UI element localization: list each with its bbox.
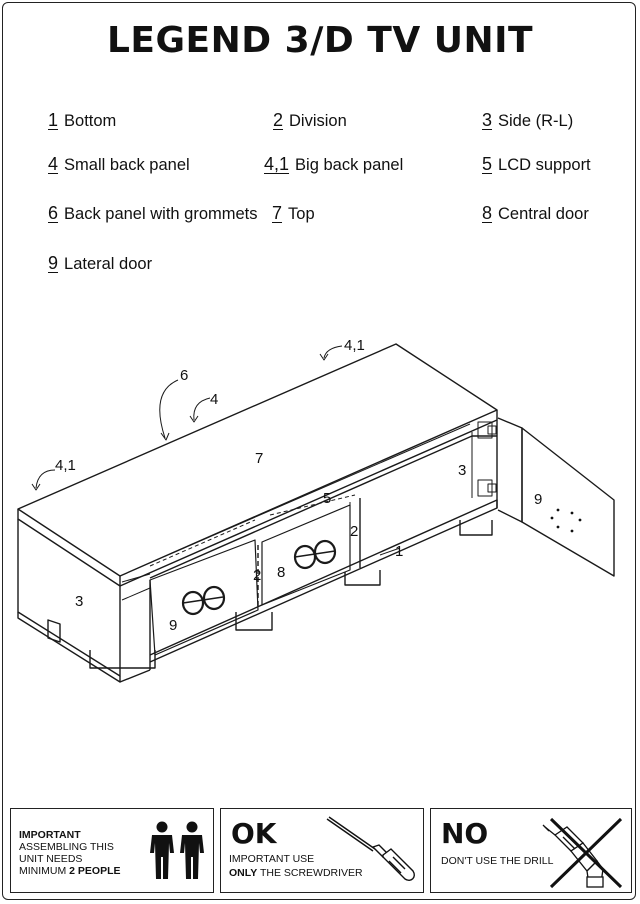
part-item-division: 2 Division xyxy=(273,110,347,131)
part-label: Side (R-L) xyxy=(498,112,574,130)
left-side-panel xyxy=(17,519,121,677)
part-number: 6 xyxy=(48,203,59,223)
page-title: LEGEND 3/D TV UNIT xyxy=(106,20,534,61)
part-number: 3 xyxy=(482,110,493,130)
leader-41-top xyxy=(323,345,343,359)
callout-2-right: 2 xyxy=(350,523,358,540)
notice-ok-line2: ONLY THE SCREWDRIVER xyxy=(229,867,363,879)
notice-important-line3: MINIMUM 2 PEOPLE xyxy=(19,865,121,877)
callout-41-top: 4,1 xyxy=(344,337,365,354)
callout-9-left: 9 xyxy=(169,617,177,634)
notice-ok: OK IMPORTANT USE ONLY THE SCREWDRIVER xyxy=(220,808,424,893)
notice-ok-line2-rest: THE SCREWDRIVER xyxy=(259,867,363,879)
part-label: Lateral door xyxy=(64,255,153,273)
callout-6: 6 xyxy=(180,367,188,384)
part-label: Top xyxy=(288,205,315,223)
unit-feet xyxy=(47,520,493,669)
part-item-lateral-door: 9 Lateral door xyxy=(48,253,152,274)
part-item-central-door: 8 Central door xyxy=(482,203,589,224)
part-item-back-panel-grommets: 6 Back panel with grommets xyxy=(48,203,258,224)
lcd-support-shelf xyxy=(149,435,497,579)
hinges xyxy=(477,421,497,497)
callout-1: 1 xyxy=(395,543,403,560)
notice-important-line2: UNIT NEEDS xyxy=(19,853,83,865)
part-item-lcd-support: 5 LCD support xyxy=(482,154,591,175)
notice-ok-heading: OK xyxy=(231,817,277,850)
leader-6 xyxy=(159,379,179,439)
notice-no-line1: DON'T USE THE DRILL xyxy=(441,855,554,867)
part-label: LCD support xyxy=(498,156,591,174)
part-number: 9 xyxy=(48,253,59,273)
callout-3-left: 3 xyxy=(75,593,83,610)
notice-important-heading: IMPORTANT xyxy=(19,829,81,841)
notice-no-heading: NO xyxy=(441,817,489,850)
left-door xyxy=(149,539,259,656)
callout-9-right: 9 xyxy=(534,491,542,508)
part-number: 4,1 xyxy=(264,154,290,174)
door-logo-center xyxy=(293,539,337,570)
notice-ok-line1: IMPORTANT USE xyxy=(229,853,315,865)
part-label: Central door xyxy=(498,205,589,223)
tv-unit-diagram: 4,1 6 4 4,1 7 3 5 2 1 9 3 2 8 9 xyxy=(17,337,615,683)
callout-2-left: 2 xyxy=(253,567,261,584)
part-label: Bottom xyxy=(64,112,117,130)
notice-no: NO DON'T USE THE DRILL xyxy=(430,808,632,893)
notice-important: IMPORTANT ASSEMBLING THIS UNIT NEEDS MIN… xyxy=(10,808,214,893)
drill-icon xyxy=(542,817,623,889)
callout-41-left: 4,1 xyxy=(55,457,76,474)
notice-important-line3-strong: 2 PEOPLE xyxy=(69,865,121,877)
part-label: Small back panel xyxy=(64,156,190,174)
door-logo-left xyxy=(181,585,226,616)
part-label: Big back panel xyxy=(295,156,404,174)
screwdriver-icon xyxy=(326,816,415,881)
callout-8: 8 xyxy=(277,564,285,581)
part-number: 4 xyxy=(48,154,59,174)
callout-3-right: 3 xyxy=(458,462,466,479)
part-number: 5 xyxy=(482,154,493,174)
notice-ok-line2-strong: ONLY xyxy=(229,867,258,879)
part-item-bottom: 1 Bottom xyxy=(48,110,116,131)
part-number: 7 xyxy=(272,203,283,223)
part-number: 2 xyxy=(273,110,284,130)
part-item-small-back-panel: 4 Small back panel xyxy=(48,154,190,175)
callout-7: 7 xyxy=(255,450,263,467)
part-item-big-back-panel: 4,1 Big back panel xyxy=(264,154,403,175)
notice-important-line3-prefix: MINIMUM xyxy=(19,865,67,877)
notice-important-line1: ASSEMBLING THIS xyxy=(19,841,114,853)
cross-icon xyxy=(549,817,623,889)
central-door xyxy=(261,504,351,606)
leader-4 xyxy=(193,397,211,421)
part-number: 1 xyxy=(48,110,59,130)
part-item-side: 3 Side (R-L) xyxy=(482,110,573,131)
two-people-icon xyxy=(150,821,204,879)
door-dots xyxy=(550,508,582,533)
part-item-top: 7 Top xyxy=(272,203,315,224)
right-open-door xyxy=(497,417,523,523)
callout-4: 4 xyxy=(210,391,218,408)
callout-5: 5 xyxy=(323,490,331,507)
part-label: Back panel with grommets xyxy=(64,205,258,223)
part-label: Division xyxy=(289,112,347,130)
part-number: 8 xyxy=(482,203,493,223)
leader-41-left xyxy=(35,469,56,489)
